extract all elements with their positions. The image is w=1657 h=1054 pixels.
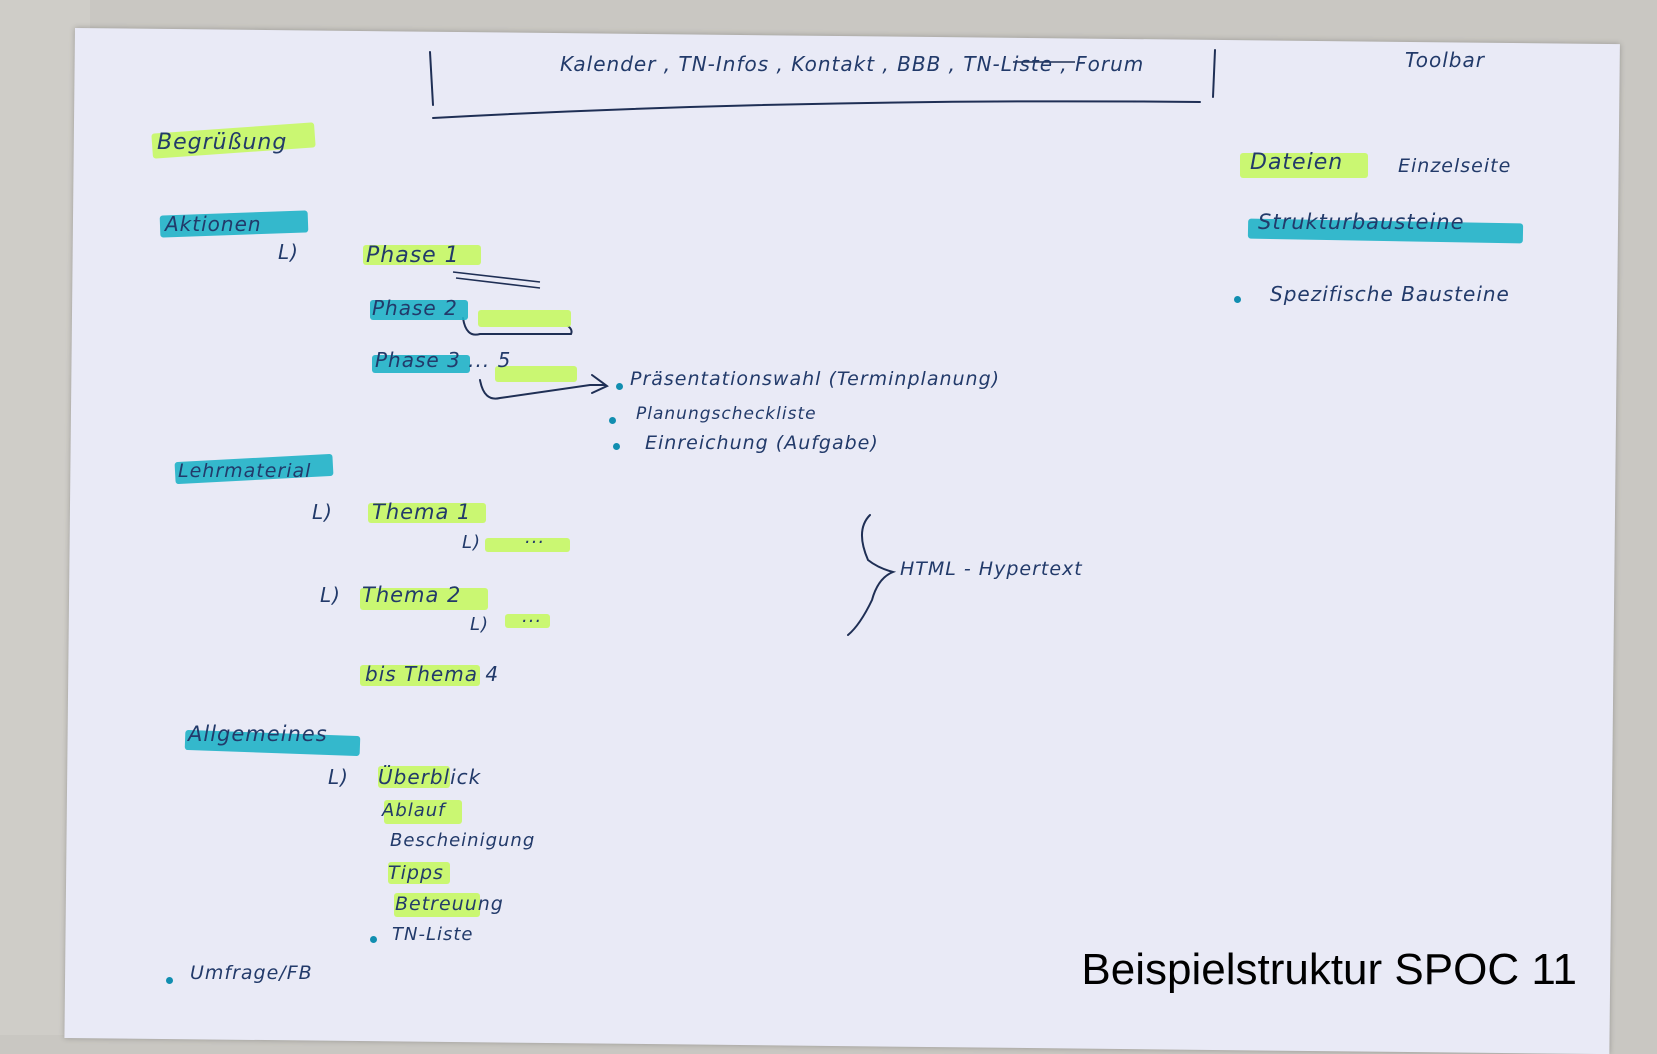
bullet (166, 977, 173, 984)
highlight-ablauf (384, 800, 462, 824)
tipps-label: Tipps (388, 862, 444, 884)
highlight-thema1-sub (485, 538, 570, 552)
highlight-thema1 (368, 503, 486, 523)
einzelseite-label: Einzelseite (1398, 155, 1512, 177)
arrow-aktionen: L) (278, 240, 299, 264)
bullet (613, 443, 620, 450)
highlight-bis-thema4 (360, 665, 480, 686)
planungscheckliste-item: Planungscheckliste (636, 404, 817, 424)
umfrage-item: Umfrage/FB (190, 962, 313, 984)
highlight-tipps (388, 862, 450, 884)
highlight-thema2-sub (505, 614, 550, 628)
ueberblick-label: Überblick (378, 765, 482, 789)
arrow-thema2: L) (320, 583, 341, 607)
bullet (609, 417, 616, 424)
arrow-thema2-sub: L) (470, 614, 490, 635)
betreuung-label: Betreuung (395, 893, 504, 915)
highlight-ueberblick (378, 766, 450, 788)
highlight-betreuung (394, 893, 480, 917)
phase35-label: Phase 3 ... 5 (375, 348, 512, 372)
tn-liste-item: TN-Liste (392, 924, 474, 945)
highlight-thema2 (360, 588, 488, 610)
bullet (1234, 296, 1241, 303)
strukturbausteine-label: Strukturbausteine (1258, 210, 1465, 234)
phase2-label: Phase 2 (372, 296, 458, 320)
highlight-dateien (1240, 153, 1368, 178)
highlight-phase2-sub (478, 310, 571, 327)
thema1-sub: ... (525, 527, 546, 548)
einreichung-item: Einreichung (Aufgabe) (645, 432, 879, 454)
html-hypertext-note: HTML - Hypertext (900, 558, 1083, 580)
arrow-lehrmaterial: L) (312, 500, 333, 524)
arrow-allgemeines: L) (328, 765, 349, 789)
aktionen-heading: Aktionen (165, 212, 262, 236)
toolbar-items: Kalender , TN-Infos , Kontakt , BBB , TN… (560, 52, 1145, 76)
lehrmaterial-heading: Lehrmaterial (178, 460, 312, 482)
arrow-thema1: L) (462, 532, 482, 553)
bullet (616, 383, 623, 390)
highlight-phase3-sub (495, 366, 577, 382)
begruessung-heading: Begrüßung (157, 130, 288, 155)
thema1-label: Thema 1 (372, 500, 472, 524)
caption: Beispielstruktur SPOC 11 (1081, 945, 1577, 994)
paper-sheet (64, 28, 1620, 1054)
highlight-phase1 (363, 245, 481, 265)
allgemeines-heading: Allgemeines (188, 722, 328, 746)
thema2-label: Thema 2 (362, 583, 462, 607)
dateien-label: Dateien (1250, 150, 1344, 175)
bis-thema4-label: bis Thema 4 (365, 662, 500, 686)
spezifische-bausteine-item: Spezifische Bausteine (1270, 282, 1510, 306)
toolbar-label: Toolbar (1405, 48, 1485, 72)
phase1-label: Phase 1 (366, 243, 460, 268)
highlight-phase3 (372, 355, 470, 373)
praesentationswahl-item: Präsentationswahl (Terminplanung) (630, 368, 1001, 390)
bullet (370, 936, 377, 943)
highlight-phase2 (370, 300, 468, 320)
bescheinigung-label: Bescheinigung (390, 830, 536, 851)
thema2-sub: ... (522, 606, 543, 627)
ablauf-label: Ablauf (382, 800, 446, 821)
